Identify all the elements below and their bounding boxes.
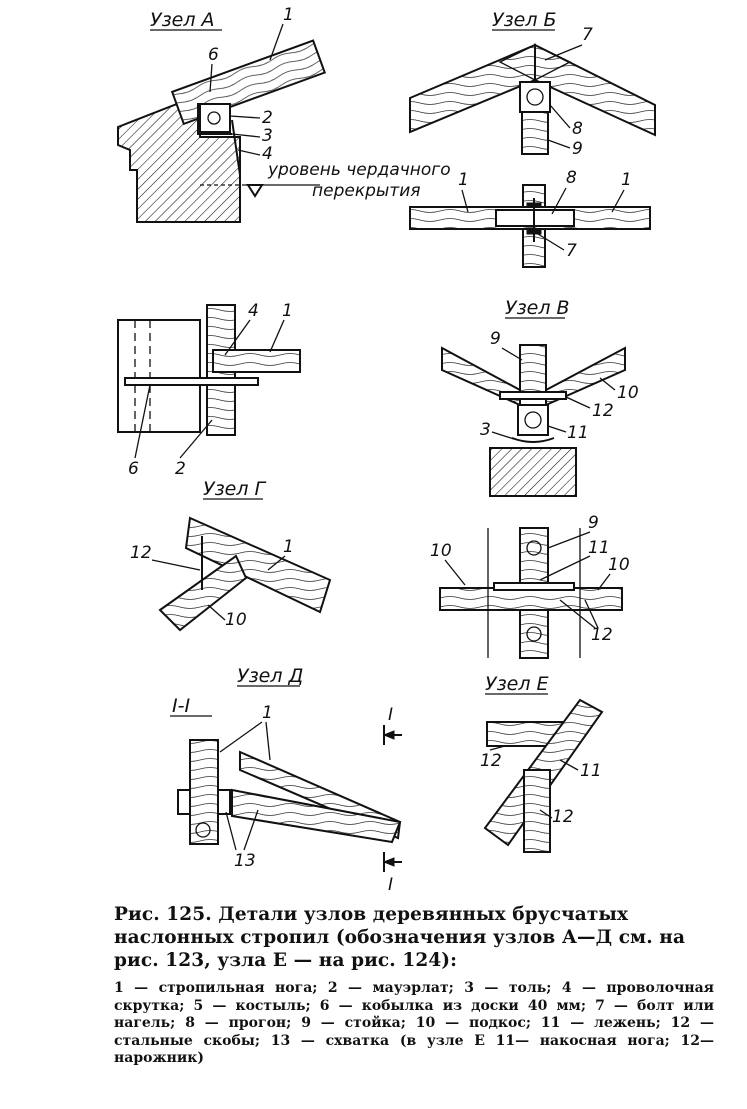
rafter-leg-g <box>184 516 332 614</box>
callout-10d: 10 <box>608 555 630 575</box>
node-b-title: Узел Б <box>492 9 557 31</box>
section-mark-bottom: I <box>388 875 393 895</box>
node-v-plan: 9 11 10 10 12 <box>430 513 630 659</box>
rafter-leg-1 <box>170 39 327 126</box>
callout-7: 7 <box>582 25 593 45</box>
roofing-felt <box>197 103 232 135</box>
callout-6b: 6 <box>128 459 139 479</box>
wall-top <box>489 447 577 497</box>
callout-12d: 12 <box>480 751 502 771</box>
rafter-left <box>409 43 536 134</box>
callout-13: 13 <box>234 851 256 871</box>
purlin <box>519 81 551 113</box>
callout-9c: 9 <box>588 513 599 533</box>
level-label-line1: уровень чердачного <box>267 160 451 180</box>
roofing-felt-v <box>511 437 555 443</box>
callout-9: 9 <box>572 139 583 159</box>
callout-1e: 1 <box>283 537 294 557</box>
callout-10b: 10 <box>225 610 247 630</box>
node-e-title: Узел Е <box>485 673 549 695</box>
caption-title: Рис. 125. Детали узлов деревянных брусча… <box>114 904 686 971</box>
wall-section <box>117 319 201 433</box>
callout-3: 3 <box>262 126 273 146</box>
callout-10c: 10 <box>430 541 452 561</box>
callout-11b: 11 <box>588 538 610 558</box>
post-plan-bottom <box>519 609 549 659</box>
level-label-line2: перекрытия <box>312 181 420 201</box>
node-e: Узел Е 12 11 12 <box>480 673 604 853</box>
callout-12c: 12 <box>591 625 613 645</box>
section-mark-top: I <box>388 705 393 725</box>
section-rafter <box>189 739 219 845</box>
callout-6: 6 <box>208 45 219 65</box>
clamp-13 <box>231 788 402 844</box>
post-plan <box>519 527 549 587</box>
caption-legend: 1 — стропильная нога; 2 — мауэрлат; 3 — … <box>114 980 714 1066</box>
callout-1c: 1 <box>621 170 632 190</box>
callout-12: 12 <box>592 401 614 421</box>
section-clamp-left <box>177 789 191 815</box>
callout-1f: 1 <box>262 703 273 723</box>
strut-g <box>158 554 248 632</box>
callout-8: 8 <box>572 119 583 139</box>
callout-10: 10 <box>617 383 639 403</box>
mauerlat <box>199 103 231 133</box>
callout-8b: 8 <box>566 168 577 188</box>
node-g-title: Узел Г <box>203 478 267 500</box>
figure-caption: Рис. 125. Детали узлов деревянных брусча… <box>114 903 714 1068</box>
wire-twist <box>231 119 241 176</box>
callout-1b: 1 <box>458 170 469 190</box>
node-v: Узел В 9 12 10 3 11 <box>441 297 639 497</box>
post-e <box>523 769 551 853</box>
rafter-leg <box>212 349 301 373</box>
section-label: I-I <box>172 695 190 717</box>
callout-11: 11 <box>567 423 589 443</box>
node-d: Узел Д I-I I I 1 13 <box>170 665 402 895</box>
node-b: Узел Б 7 8 9 1 8 1 7 <box>409 9 656 268</box>
callout-1d: 1 <box>282 301 293 321</box>
post <box>521 111 549 155</box>
sleeper <box>517 404 549 436</box>
callout-1: 1 <box>283 5 294 25</box>
callout-4: 4 <box>262 144 273 164</box>
bracket <box>499 391 567 400</box>
callout-3b: 3 <box>480 420 491 440</box>
callout-7b: 7 <box>566 241 577 261</box>
callout-12e: 12 <box>552 807 574 827</box>
callout-11c: 11 <box>580 761 602 781</box>
callout-4b: 4 <box>248 301 259 321</box>
timber-rafter-nodes-diagram: Узел А уровень чердачного перекрытия 1 6… <box>117 5 656 895</box>
node-a-title: Узел А <box>150 9 215 31</box>
kobylka-board <box>124 377 259 386</box>
rafter-right <box>534 43 656 137</box>
section-clamp-right <box>217 789 231 815</box>
node-v-title: Узел В <box>505 297 570 319</box>
bracket-plan <box>493 582 575 591</box>
node-kobylka: 4 1 6 2 <box>117 301 301 479</box>
callout-2: 2 <box>262 108 273 128</box>
callout-2b: 2 <box>175 459 186 479</box>
strut-plan <box>439 587 623 611</box>
node-g: Узел Г 12 1 10 <box>130 478 332 632</box>
post-9 <box>519 344 547 394</box>
node-a: Узел А уровень чердачного перекрытия 1 6… <box>117 5 451 223</box>
callout-12b: 12 <box>130 543 152 563</box>
node-d-title: Узел Д <box>237 665 303 687</box>
callout-9b: 9 <box>490 329 501 349</box>
